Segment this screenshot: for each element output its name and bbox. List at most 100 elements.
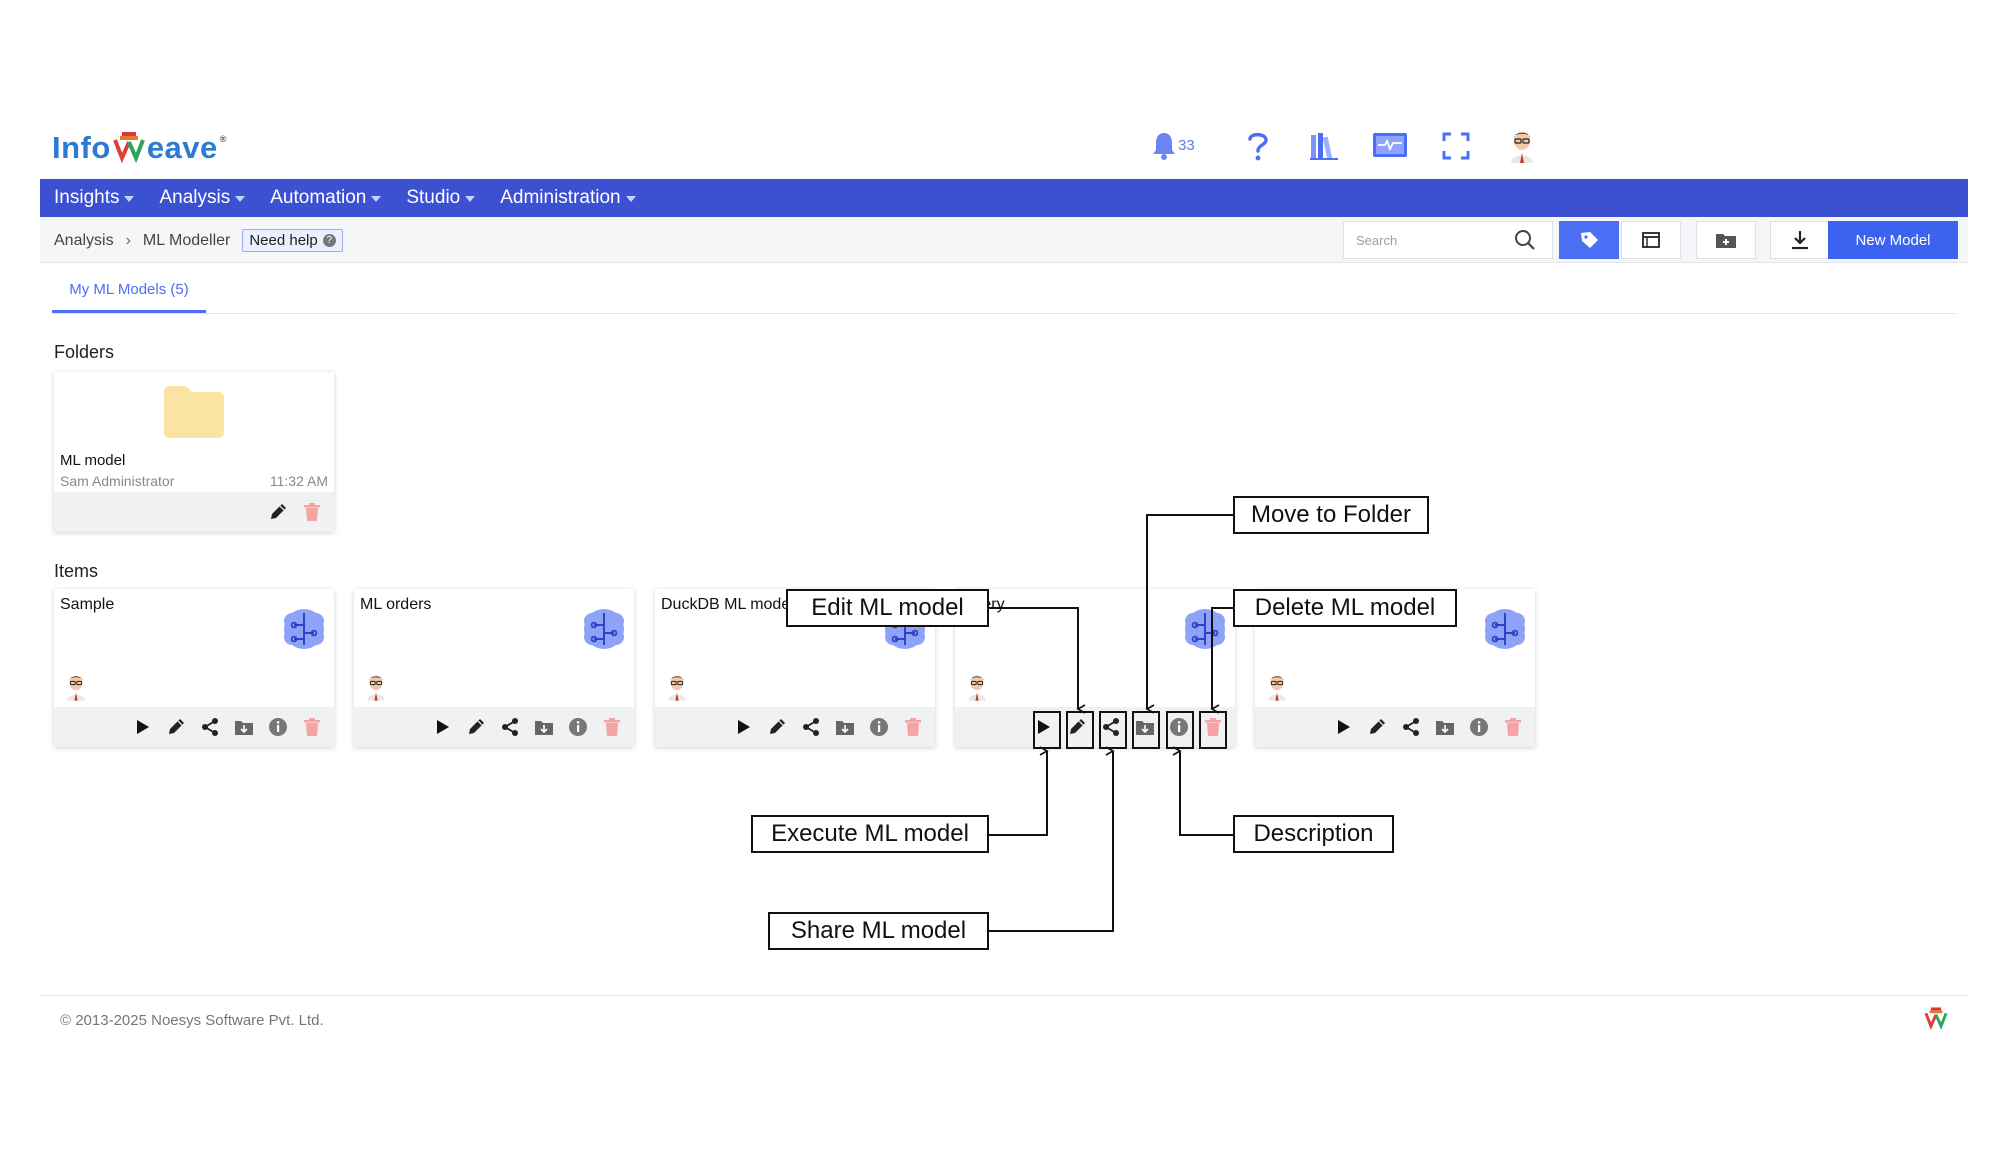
nav-administration[interactable]: Administration bbox=[500, 187, 636, 209]
ml-model-card-footer bbox=[955, 707, 1235, 747]
edit-button[interactable] bbox=[164, 715, 188, 739]
folder-move-icon bbox=[1136, 721, 1154, 735]
need-help-button[interactable]: Need help ? bbox=[242, 229, 343, 252]
play-icon bbox=[437, 720, 449, 734]
folder-move-icon bbox=[1436, 721, 1454, 735]
breadcrumb: Analysis › ML Modeller Need help ? bbox=[54, 229, 343, 252]
execute-button[interactable] bbox=[1331, 715, 1355, 739]
delete-folder-button[interactable] bbox=[300, 500, 324, 524]
info-icon bbox=[569, 718, 587, 736]
highlight-delete bbox=[1199, 711, 1227, 749]
description-button[interactable] bbox=[566, 715, 590, 739]
owner-avatar-icon bbox=[67, 675, 85, 701]
description-button[interactable] bbox=[1467, 715, 1491, 739]
ml-brain-icon bbox=[1185, 609, 1225, 649]
share-icon bbox=[803, 718, 819, 736]
new-model-button[interactable]: New Model bbox=[1828, 221, 1958, 259]
footer-copyright: © 2013-2025 Noesys Software Pvt. Ltd. bbox=[60, 1012, 324, 1029]
trash-icon bbox=[1505, 718, 1521, 736]
play-icon bbox=[137, 720, 149, 734]
ml-brain-icon bbox=[584, 609, 624, 649]
execute-button[interactable] bbox=[731, 715, 755, 739]
pencil-icon bbox=[1070, 719, 1085, 734]
caret-down-icon bbox=[235, 196, 246, 202]
ml-model-card[interactable]: Sample bbox=[54, 589, 334, 747]
edit-button[interactable] bbox=[464, 715, 488, 739]
delete-button[interactable] bbox=[300, 715, 324, 739]
execute-button[interactable] bbox=[430, 715, 454, 739]
help-button[interactable] bbox=[1240, 128, 1276, 164]
folder-card[interactable]: ML model Sam Administrator 11:32 AM bbox=[54, 372, 334, 532]
chevron-right-icon: › bbox=[125, 231, 131, 249]
nav-insights[interactable]: Insights bbox=[54, 187, 135, 209]
move-to-folder-button[interactable] bbox=[232, 715, 256, 739]
ml-model-card-footer bbox=[1255, 707, 1535, 747]
move-to-folder-button[interactable] bbox=[532, 715, 556, 739]
share-button[interactable] bbox=[498, 715, 522, 739]
download-icon bbox=[1792, 231, 1808, 250]
move-to-folder-button[interactable] bbox=[1133, 715, 1157, 739]
play-icon bbox=[1038, 720, 1050, 734]
delete-button[interactable] bbox=[901, 715, 925, 739]
edit-folder-button[interactable] bbox=[266, 500, 290, 524]
share-icon bbox=[502, 718, 518, 736]
nav-studio[interactable]: Studio bbox=[406, 187, 476, 209]
execute-button[interactable] bbox=[130, 715, 154, 739]
tab-my-ml-models[interactable]: My ML Models (5) bbox=[52, 268, 206, 313]
description-button[interactable] bbox=[1167, 715, 1191, 739]
delete-button[interactable] bbox=[1201, 715, 1225, 739]
folder-icon bbox=[164, 386, 224, 438]
share-button[interactable] bbox=[198, 715, 222, 739]
delete-button[interactable] bbox=[600, 715, 624, 739]
annotation-delete: Delete ML model bbox=[1233, 589, 1457, 627]
pencil-icon bbox=[469, 719, 484, 734]
folder-plus-icon bbox=[1716, 234, 1736, 248]
nav-analysis[interactable]: Analysis bbox=[159, 187, 246, 209]
ml-model-name: Sample bbox=[60, 596, 115, 613]
annotation-edit: Edit ML model bbox=[786, 589, 989, 627]
folder-name: ML model bbox=[60, 452, 126, 469]
edit-button[interactable] bbox=[1365, 715, 1389, 739]
fullscreen-button[interactable] bbox=[1438, 128, 1474, 164]
move-to-folder-button[interactable] bbox=[1433, 715, 1457, 739]
edit-button[interactable] bbox=[765, 715, 789, 739]
new-folder-button[interactable] bbox=[1696, 221, 1756, 259]
user-avatar[interactable] bbox=[1504, 128, 1540, 164]
monitor-button[interactable] bbox=[1372, 128, 1408, 164]
infoveave-logo[interactable]: Info eave ® bbox=[52, 130, 227, 165]
share-button[interactable] bbox=[1099, 715, 1123, 739]
share-icon bbox=[1403, 718, 1419, 736]
ml-model-card[interactable]: ML orders bbox=[354, 589, 634, 747]
description-button[interactable] bbox=[867, 715, 891, 739]
annotation-description: Description bbox=[1233, 815, 1394, 853]
notifications-button[interactable]: 33 bbox=[1150, 128, 1210, 164]
delete-button[interactable] bbox=[1501, 715, 1525, 739]
import-button[interactable] bbox=[1770, 221, 1830, 259]
logo-mark-icon bbox=[112, 132, 145, 164]
trash-icon bbox=[604, 718, 620, 736]
share-button[interactable] bbox=[1399, 715, 1423, 739]
move-to-folder-button[interactable] bbox=[833, 715, 857, 739]
card-view-button[interactable] bbox=[1559, 221, 1619, 259]
items-title: Items bbox=[54, 561, 99, 581]
folder-time: 11:32 AM bbox=[269, 473, 328, 489]
list-view-button[interactable] bbox=[1621, 221, 1681, 259]
pencil-icon bbox=[1370, 719, 1385, 734]
info-icon bbox=[1170, 718, 1188, 736]
folder-move-icon bbox=[235, 721, 253, 735]
owner-avatar-icon bbox=[968, 675, 986, 701]
highlight-description bbox=[1166, 711, 1194, 749]
description-button[interactable] bbox=[266, 715, 290, 739]
search-input[interactable] bbox=[1344, 232, 1514, 248]
owner-avatar-icon bbox=[367, 675, 385, 701]
nav-automation[interactable]: Automation bbox=[270, 187, 382, 209]
help-circle-icon: ? bbox=[322, 234, 336, 247]
search-icon[interactable] bbox=[1514, 229, 1536, 251]
caret-down-icon bbox=[371, 196, 382, 202]
edit-button[interactable] bbox=[1065, 715, 1089, 739]
share-button[interactable] bbox=[799, 715, 823, 739]
breadcrumb-analysis[interactable]: Analysis bbox=[54, 231, 114, 249]
library-button[interactable] bbox=[1306, 128, 1342, 164]
execute-button[interactable] bbox=[1031, 715, 1055, 739]
